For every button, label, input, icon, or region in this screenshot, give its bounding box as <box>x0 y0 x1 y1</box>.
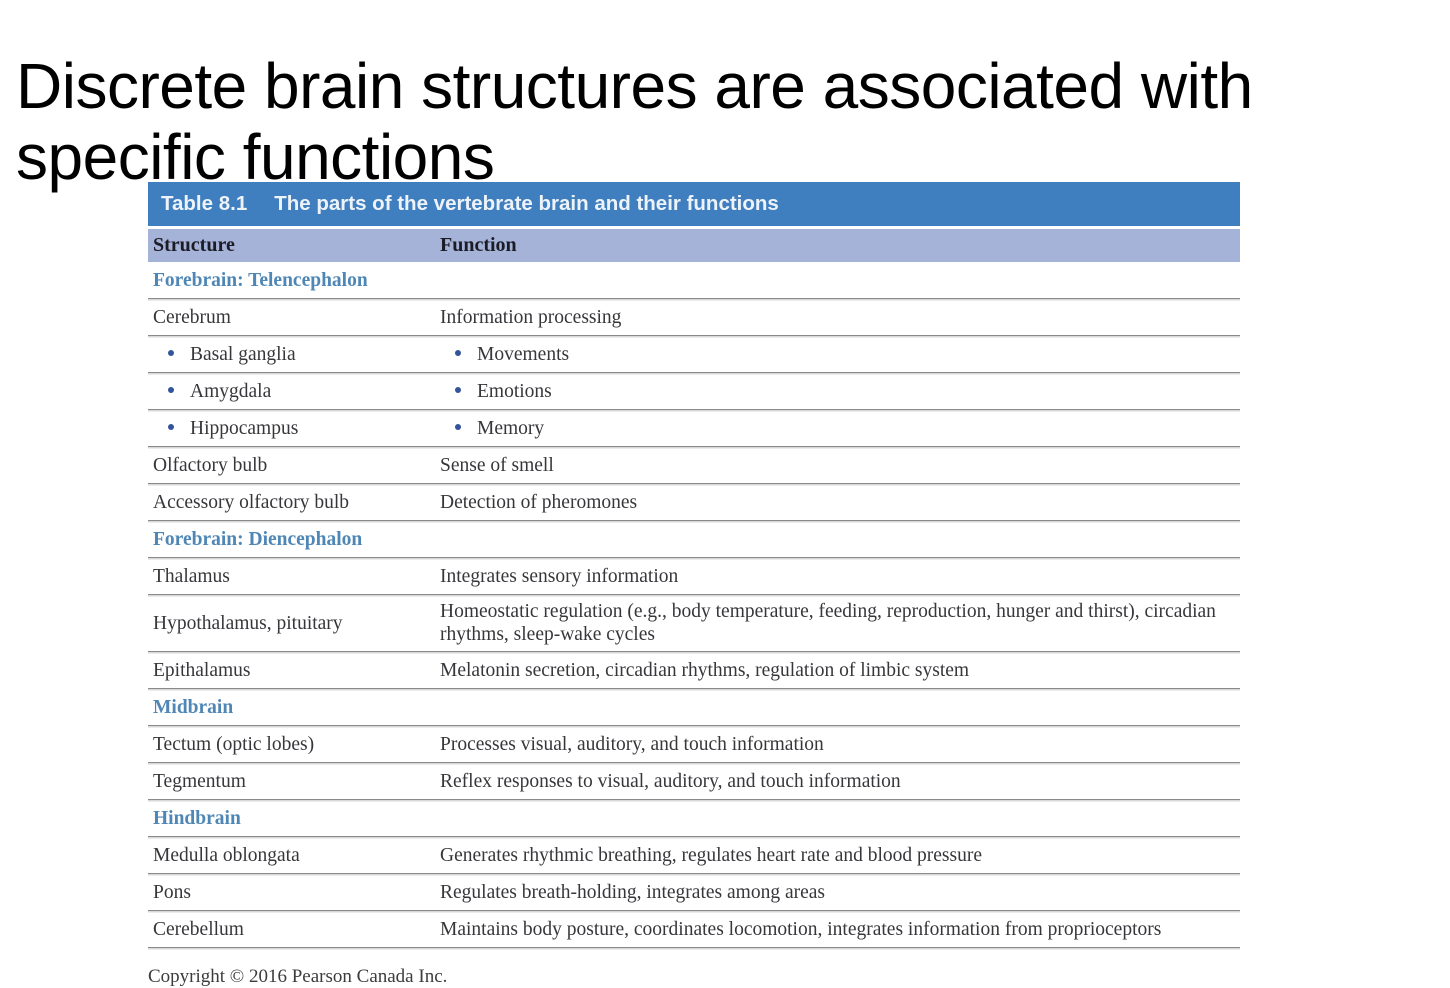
function-cell: Emotions <box>435 375 1240 408</box>
structure-cell: Cerebellum <box>153 918 244 940</box>
bullet-dot-icon <box>168 386 174 393</box>
table-row: Hypothalamus, pituitary Homeostatic regu… <box>148 595 1240 652</box>
structure-cell: Basal ganglia <box>148 338 435 371</box>
function-cell: Memory <box>435 412 1240 445</box>
section-label: Hindbrain <box>153 807 241 829</box>
function-cell: Movements <box>435 338 1240 371</box>
table-row: Tectum (optic lobes) Processes visual, a… <box>148 726 1240 763</box>
structure-cell: Tectum (optic lobes) <box>153 733 315 755</box>
function-cell <box>435 275 1240 285</box>
page-title-line-2: specific functions <box>16 120 495 193</box>
function-cell: Integrates sensory information <box>440 565 679 587</box>
page-title: Discrete brain structures are associated… <box>16 49 1446 193</box>
table-row: Tegmentum Reflex responses to visual, au… <box>148 763 1240 800</box>
function-cell: Generates rhythmic breathing, regulates … <box>440 844 982 866</box>
table-row: Accessory olfactory bulb Detection of ph… <box>148 484 1240 521</box>
table-row: Basal ganglia Movements <box>148 336 1240 373</box>
function-cell: Maintains body posture, coordinates loco… <box>440 918 1162 940</box>
structure-text: Hippocampus <box>190 417 299 439</box>
function-cell: Detection of pheromones <box>440 491 638 513</box>
table-row: Thalamus Integrates sensory information <box>148 558 1240 595</box>
table-row: Medulla oblongata Generates rhythmic bre… <box>148 837 1240 874</box>
bullet-dot-icon <box>455 349 461 356</box>
function-cell: Melatonin secretion, circadian rhythms, … <box>440 659 970 681</box>
copyright-notice: Copyright © 2016 Pearson Canada Inc. <box>148 966 448 987</box>
function-cell <box>435 813 1240 823</box>
brain-functions-table: Table 8.1 The parts of the vertebrate br… <box>148 182 1240 948</box>
structure-cell: Hippocampus <box>148 412 435 445</box>
table-row: Epithalamus Melatonin secretion, circadi… <box>148 652 1240 689</box>
table-row: Olfactory bulb Sense of smell <box>148 447 1240 484</box>
function-text: Emotions <box>477 380 552 402</box>
structure-cell: Hypothalamus, pituitary <box>153 612 343 634</box>
table-title-bar: Table 8.1 The parts of the vertebrate br… <box>148 182 1240 226</box>
function-cell: Sense of smell <box>440 454 554 476</box>
table-caption: The parts of the vertebrate brain and th… <box>274 192 779 215</box>
structure-cell: Pons <box>153 881 191 903</box>
bullet-dot-icon <box>455 423 461 430</box>
function-cell: Reflex responses to visual, auditory, an… <box>440 770 901 792</box>
table-row-section: Forebrain: Diencephalon <box>148 521 1240 558</box>
table-number: Table 8.1 <box>161 192 248 215</box>
structure-text: Amygdala <box>190 380 272 402</box>
bullet-dot-icon <box>168 423 174 430</box>
table-row-section: Forebrain: Telencephalon <box>148 262 1240 299</box>
table-row: Hippocampus Memory <box>148 410 1240 447</box>
structure-cell: Olfactory bulb <box>153 454 268 476</box>
function-cell: Processes visual, auditory, and touch in… <box>440 733 824 755</box>
bullet-dot-icon <box>455 386 461 393</box>
function-cell <box>435 702 1240 712</box>
table-row: Pons Regulates breath-holding, integrate… <box>148 874 1240 911</box>
structure-cell: Cerebrum <box>153 306 231 328</box>
structure-cell: Accessory olfactory bulb <box>153 491 350 513</box>
structure-cell: Amygdala <box>148 375 435 408</box>
table-row: Cerebellum Maintains body posture, coord… <box>148 911 1240 948</box>
structure-cell: Tegmentum <box>153 770 246 792</box>
page-title-line-1: Discrete brain structures are associated… <box>16 49 1253 122</box>
structure-cell: Medulla oblongata <box>153 844 300 866</box>
structure-cell: Epithalamus <box>153 659 251 681</box>
section-label: Midbrain <box>153 696 234 718</box>
section-label: Forebrain: Telencephalon <box>153 269 368 291</box>
table-row: Amygdala Emotions <box>148 373 1240 410</box>
table-row-section: Midbrain <box>148 689 1240 726</box>
function-cell: Homeostatic regulation (e.g., body tempe… <box>440 601 1216 645</box>
column-header-function: Function <box>440 234 517 256</box>
section-label: Forebrain: Diencephalon <box>153 528 363 550</box>
table-row-section: Hindbrain <box>148 800 1240 837</box>
function-text: Memory <box>477 417 545 439</box>
function-cell <box>435 534 1240 544</box>
table-column-headers: Structure Function <box>148 229 1240 262</box>
function-cell: Information processing <box>440 306 622 328</box>
structure-cell: Thalamus <box>153 565 230 587</box>
bullet-dot-icon <box>168 349 174 356</box>
column-header-structure: Structure <box>153 234 235 256</box>
function-cell: Regulates breath-holding, integrates amo… <box>440 881 825 903</box>
table-row: Cerebrum Information processing <box>148 299 1240 336</box>
function-text: Movements <box>477 343 570 365</box>
structure-text: Basal ganglia <box>190 343 296 365</box>
